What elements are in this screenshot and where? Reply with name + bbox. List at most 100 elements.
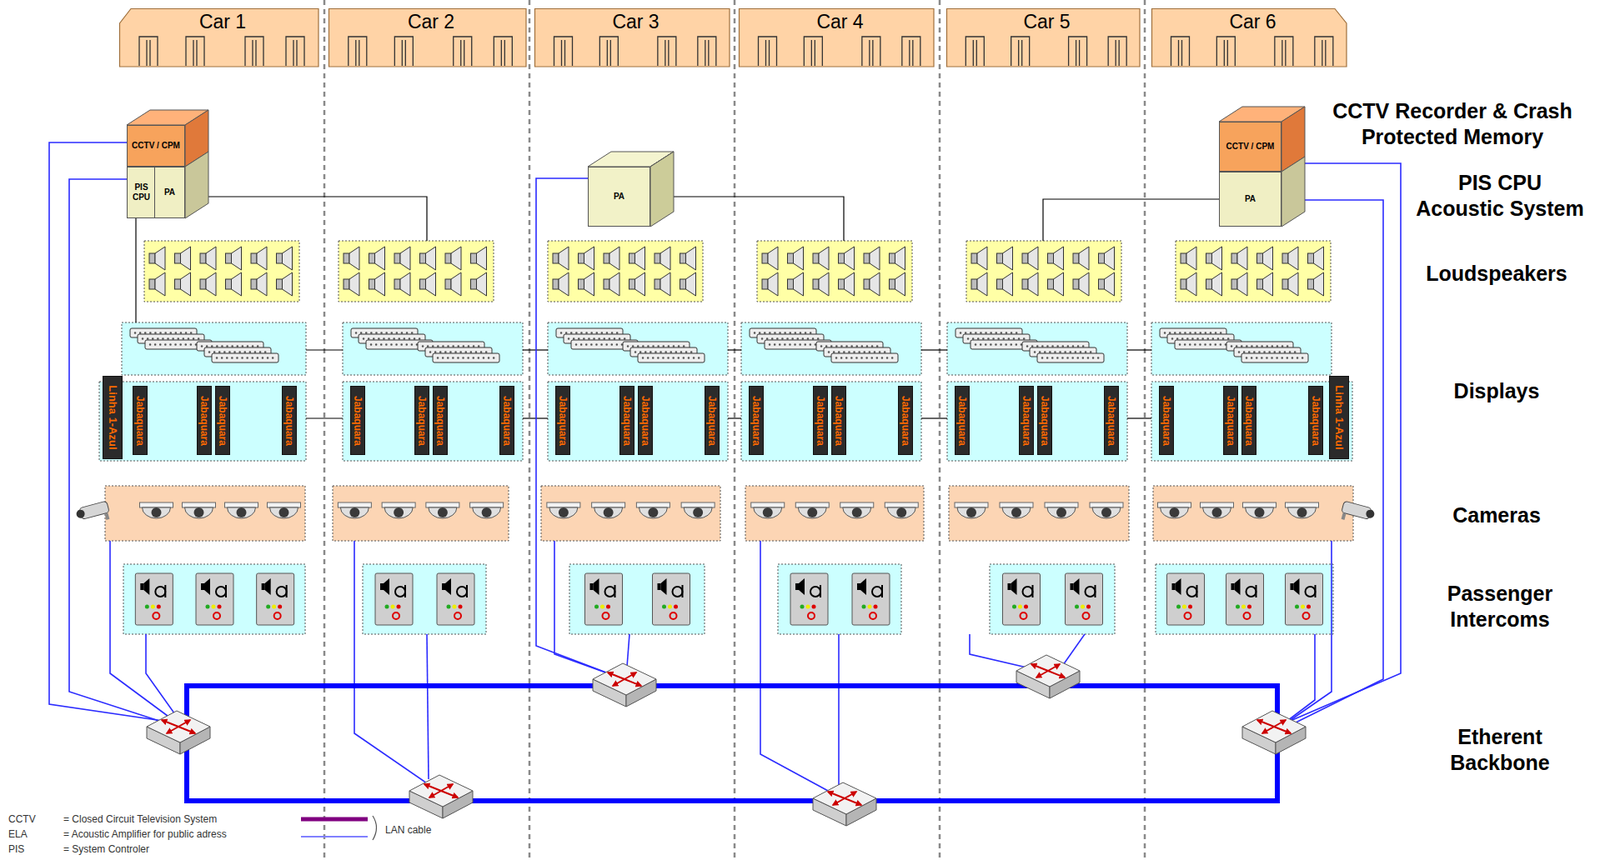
intercom-icon (1065, 573, 1104, 626)
car-name: Car 2 (328, 8, 534, 34)
destination-display: Jabaquara (812, 386, 828, 456)
lan-cables (49, 142, 1401, 793)
destination-name: Jabaquara (1225, 395, 1236, 446)
intercom-panel (1155, 564, 1334, 635)
lan-cable (1284, 634, 1315, 724)
loudspeaker-icon (838, 246, 855, 271)
loudspeaker-panel (757, 240, 913, 302)
destination-display: Jabaquara (215, 386, 231, 456)
line-name: Linha 1-Azul (1334, 385, 1345, 450)
loudspeaker-icon (552, 246, 569, 271)
dome-camera-icon (591, 502, 626, 519)
destination-name: Jabaquara (352, 395, 363, 446)
loudspeaker-icon (175, 272, 191, 296)
strip-display-icon (432, 353, 500, 363)
dome-camera-icon (954, 502, 989, 519)
row-label: Etherent Backbone (1433, 724, 1567, 777)
strip-display-icon (211, 353, 279, 363)
lan-cable (760, 541, 830, 793)
car-door (902, 36, 921, 66)
unit-label: PIS CPU (127, 181, 156, 204)
dome-camera-icon (681, 502, 715, 519)
cctv-recorder-box: CCTV / CPM (1218, 121, 1282, 172)
loudspeaker-panel (338, 240, 494, 302)
camera-panel (332, 486, 509, 542)
unit-label: PA (1243, 193, 1257, 206)
row-label: CCTV Recorder & Crash Protected Memory (1327, 98, 1578, 151)
loudspeaker-icon (1048, 246, 1064, 271)
car-door (1068, 36, 1088, 66)
display-bus-line (1127, 349, 1152, 351)
loudspeaker-icon (200, 272, 216, 296)
car-door (493, 36, 512, 66)
unit-label: CCTV / CPM (1225, 140, 1276, 153)
destination-display: Jabaquara (1223, 386, 1239, 456)
abbreviation-meaning: = Acoustic Amplifier for public adress (63, 828, 289, 841)
loudspeaker-icon (787, 246, 804, 271)
loudspeaker-icon (1282, 272, 1299, 296)
loudspeaker-icon (812, 246, 829, 271)
intercom-panel (777, 564, 902, 635)
dome-camera-icon (337, 502, 372, 519)
legend-samples (300, 816, 377, 841)
dome-camera-icon (999, 502, 1034, 519)
lan-cable (1290, 200, 1384, 726)
loudspeaker-icon (889, 272, 906, 296)
unit-label: PA (612, 190, 626, 203)
loudspeaker-icon (1098, 246, 1115, 271)
dome-camera-icon (225, 502, 259, 519)
display-bus-line (921, 417, 948, 419)
destination-display: Jabaquara (704, 386, 720, 456)
car-body: Car 6 (1151, 8, 1355, 68)
equipment-housing (587, 151, 674, 227)
ethernet-switch-icon (1242, 711, 1306, 755)
dome-camera-icon (546, 502, 581, 519)
car-door (1171, 36, 1190, 66)
loudspeaker-icon (629, 272, 646, 296)
intercom-icon (1003, 573, 1041, 626)
destination-name: Jabaquara (135, 395, 146, 446)
loudspeaker-icon (1308, 272, 1325, 296)
ethernet-switch-icon (812, 782, 877, 827)
dome-camera-icon (884, 502, 918, 519)
loudspeaker-icon (250, 272, 267, 296)
destination-display-panel (99, 381, 306, 462)
loudspeaker-icon (863, 272, 880, 296)
car-divider (1143, 0, 1147, 860)
car-door (394, 36, 413, 66)
strip-display-panel (741, 322, 922, 376)
row-label: Passenger Intercoms (1433, 581, 1567, 633)
lan-cable (1292, 163, 1401, 721)
destination-display-panel (547, 381, 728, 462)
ethernet-backbone-ring (186, 686, 1278, 802)
destination-display-panel (947, 381, 1128, 462)
destination-display: Jabaquara (831, 386, 847, 456)
car-body: Car 2 (328, 8, 534, 68)
car-door (862, 36, 881, 66)
destination-name: Jabaquara (640, 395, 651, 446)
loudspeaker-icon (787, 272, 804, 296)
loudspeaker-icon (1073, 272, 1089, 296)
display-bus-line (305, 349, 343, 351)
intercom-panel (123, 564, 306, 635)
lan-cable (1063, 634, 1085, 666)
car-door (599, 36, 618, 66)
car-name: Car 1 (119, 8, 327, 34)
loudspeaker-icon (1098, 272, 1115, 296)
dome-camera-icon (470, 502, 504, 519)
car-divider (323, 0, 327, 860)
audio-line (673, 196, 844, 241)
abbreviation: ELA (8, 828, 59, 841)
camera-panel (745, 486, 924, 542)
destination-name: Jabaquara (1243, 395, 1254, 446)
car-door (185, 36, 205, 66)
destination-name: Jabaquara (557, 395, 568, 446)
loudspeaker-icon (1206, 272, 1223, 296)
intercom-icon (652, 573, 691, 626)
camera-panel (105, 486, 306, 542)
loudspeaker-icon (578, 246, 595, 271)
dome-camera-icon (1044, 502, 1079, 519)
row-label: Loudspeakers (1413, 260, 1580, 287)
camera-panel (541, 486, 721, 542)
